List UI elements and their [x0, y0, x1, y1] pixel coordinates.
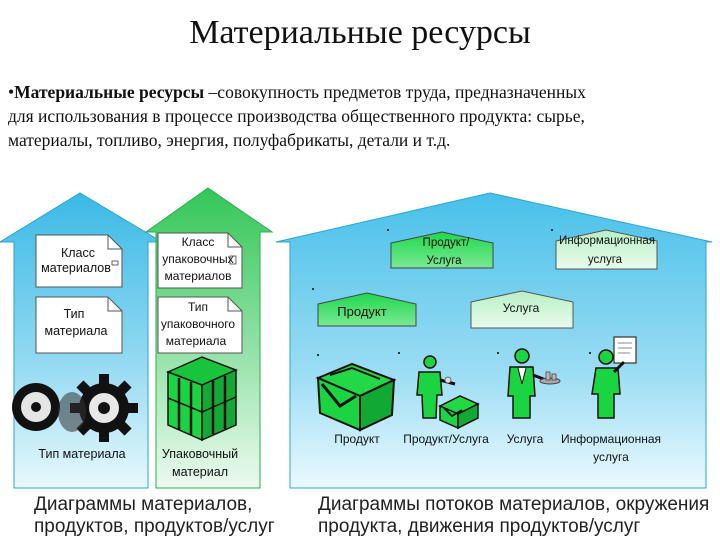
right-diagram-caption: Диаграммы потоков материалов, окружения …	[318, 494, 709, 538]
page-title: Материальные ресурсы	[189, 14, 531, 51]
info-service-tag-label-1: Информационная	[559, 235, 655, 247]
packaging-type-label-3: материала	[166, 334, 227, 348]
bullet: •	[8, 82, 15, 102]
material-type-caption: Тип материала	[38, 447, 125, 461]
gears-icon	[12, 374, 138, 442]
class-packaging-label-1: Класс	[182, 235, 215, 249]
product-service-icon-caption: Продукт/Услуга	[403, 432, 489, 446]
packaging-type-card: Тип упаковочного материала	[157, 296, 243, 354]
definition-term: Материальные ресурсы	[14, 82, 205, 102]
left-caption-line-1: Диаграммы материалов,	[34, 494, 253, 515]
info-service-tag: Информационная услуга	[555, 229, 658, 270]
product-icon-caption: Продукт	[334, 432, 380, 446]
presenter-icon	[591, 336, 637, 419]
service-tag: Услуга	[470, 290, 574, 329]
flow-diagram-house: Продукт/ Услуга Информационная услуга Пр…	[275, 192, 713, 489]
class-packaging-label-3: материалов	[165, 269, 232, 283]
right-caption-line-1: Диаграммы потоков материалов, окружения	[318, 494, 710, 515]
crate-icon	[166, 356, 238, 442]
left-diagram-caption: Диаграммы материалов, продуктов, продукт…	[34, 494, 275, 538]
product-box-icon	[315, 362, 397, 432]
info-service-icon-caption-1: Информационная	[561, 432, 661, 446]
right-caption-line-2: продукта, движения продуктов/услуг	[318, 516, 641, 537]
class-materials-card: Класс материалов	[35, 234, 123, 288]
material-diagram-house: Класс материалов Тип материала	[0, 192, 164, 489]
material-type-label-1: Тип	[64, 307, 85, 321]
person-with-box-icon	[416, 355, 480, 430]
packaging-material-caption-2: материал	[172, 465, 228, 479]
packaging-material-caption-1: Упаковочный	[162, 447, 238, 461]
product-service-tag-label-1: Продукт/	[423, 237, 471, 249]
product-service-tag-label-2: Услуга	[426, 255, 462, 267]
service-tag-label: Услуга	[503, 301, 540, 315]
class-packaging-card: Класс упаковочных материалов	[157, 232, 243, 289]
info-service-tag-label-2: услуга	[588, 254, 623, 266]
waiter-icon	[507, 348, 561, 419]
definition-paragraph: •Материальные ресурсы –совокупность пред…	[8, 80, 608, 152]
definition-text: –совокупность предметов труда, предназна…	[8, 82, 586, 150]
left-caption-line-2: продуктов, продуктов/услуг	[34, 516, 275, 537]
class-packaging-label-2: упаковочных	[162, 252, 233, 266]
service-icon-caption: Услуга	[507, 432, 544, 446]
packaging-type-label-1: Тип	[188, 300, 208, 314]
info-service-icon-caption-2: услуга	[593, 450, 629, 464]
class-materials-label-2: материалов	[41, 261, 111, 275]
material-type-label-2: материала	[45, 324, 108, 338]
packaging-diagram-house: Класс упаковочных материалов Тип упаково…	[144, 187, 274, 489]
product-tag-label: Продукт	[337, 304, 386, 319]
packaging-type-label-2: упаковочного	[161, 317, 236, 331]
product-tag: Продукт	[317, 292, 417, 327]
class-materials-label-1: Класс	[61, 246, 95, 260]
material-type-card: Тип материала	[35, 296, 123, 354]
product-service-tag: Продукт/ Услуга	[390, 231, 494, 269]
